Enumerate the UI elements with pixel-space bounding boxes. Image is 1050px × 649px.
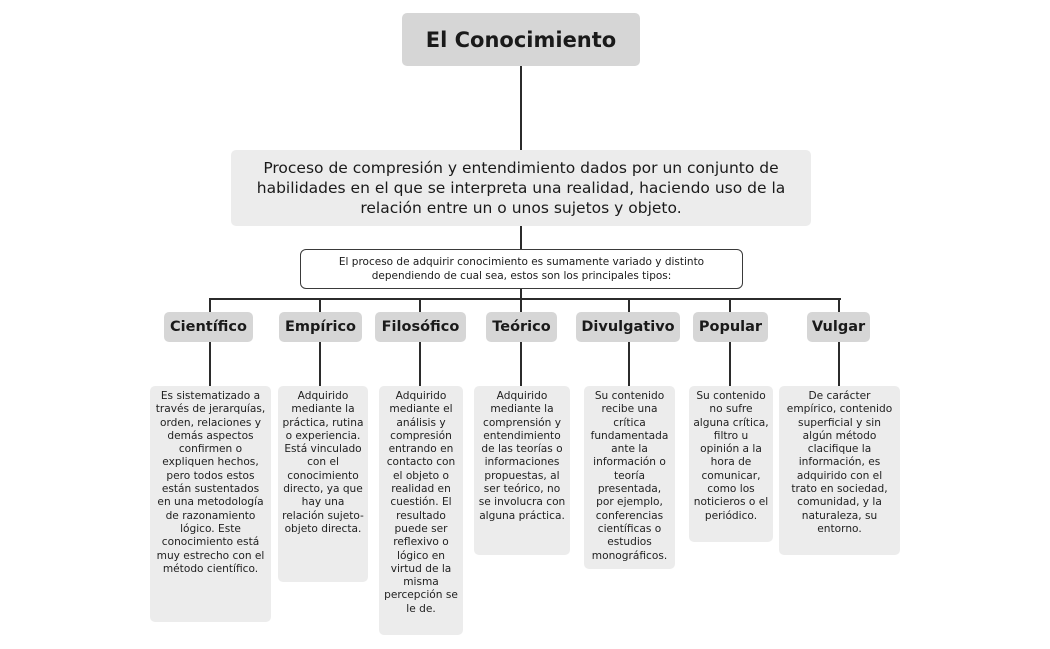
connector-bus-to-filosofico bbox=[419, 298, 421, 312]
description-popular[interactable]: Su contenido no sufre alguna crítica, fi… bbox=[689, 386, 773, 542]
connector-bus-to-cientifico bbox=[209, 298, 211, 312]
connector-definition-to-intro bbox=[520, 226, 522, 249]
category-teorico[interactable]: Teórico bbox=[486, 312, 557, 342]
category-label: Empírico bbox=[284, 319, 357, 335]
connector-bus-to-divulgativo bbox=[628, 298, 630, 312]
category-label: Teórico bbox=[492, 319, 551, 335]
category-divulgativo[interactable]: Divulgativo bbox=[576, 312, 680, 342]
connector-divulgativo-to-desc bbox=[628, 342, 630, 386]
description-text: Su contenido no sufre alguna crítica, fi… bbox=[693, 390, 769, 522]
description-vulgar[interactable]: De carácter empírico, contenido superfic… bbox=[779, 386, 900, 555]
category-vulgar[interactable]: Vulgar bbox=[807, 312, 870, 342]
category-label: Popular bbox=[698, 319, 763, 335]
connector-horizontal-bus bbox=[209, 298, 841, 300]
category-label: Filosófico bbox=[381, 319, 460, 335]
description-text: Adquirido mediante la práctica, rutina o… bbox=[282, 390, 364, 535]
description-divulgativo[interactable]: Su contenido recibe una crítica fundamen… bbox=[584, 386, 675, 569]
definition-text: Proceso de compresión y entendimiento da… bbox=[256, 159, 786, 217]
intro-node[interactable]: El proceso de adquirir conocimiento es s… bbox=[300, 249, 743, 289]
description-text: De carácter empírico, contenido superfic… bbox=[786, 390, 893, 535]
description-filosofico[interactable]: Adquirido mediante el análisis y compres… bbox=[379, 386, 463, 635]
category-popular[interactable]: Popular bbox=[693, 312, 768, 342]
connector-filosofico-to-desc bbox=[419, 342, 421, 386]
description-text: Su contenido recibe una crítica fundamen… bbox=[590, 390, 669, 562]
description-text: Adquirido mediante el análisis y compres… bbox=[384, 390, 458, 615]
connector-teorico-to-desc bbox=[520, 342, 522, 386]
connector-bus-to-teorico bbox=[520, 298, 522, 312]
definition-node[interactable]: Proceso de compresión y entendimiento da… bbox=[231, 150, 811, 226]
connector-bus-to-empirico bbox=[319, 298, 321, 312]
category-label: Vulgar bbox=[811, 319, 866, 335]
connector-empirico-to-desc bbox=[319, 342, 321, 386]
connector-cientifico-to-desc bbox=[209, 342, 211, 386]
description-empirico[interactable]: Adquirido mediante la práctica, rutina o… bbox=[278, 386, 368, 582]
category-label: Divulgativo bbox=[581, 319, 675, 335]
description-text: Es sistematizado a través de jerarquías,… bbox=[155, 390, 266, 575]
root-node-title[interactable]: El Conocimiento bbox=[402, 13, 640, 66]
root-title-text: El Conocimiento bbox=[425, 27, 617, 52]
category-empirico[interactable]: Empírico bbox=[279, 312, 362, 342]
intro-text: El proceso de adquirir conocimiento es s… bbox=[338, 256, 705, 282]
connector-vulgar-to-desc bbox=[838, 342, 840, 386]
connector-bus-to-vulgar bbox=[838, 298, 840, 312]
connector-bus-to-popular bbox=[729, 298, 731, 312]
description-text: Adquirido mediante la comprensión y ente… bbox=[478, 390, 566, 522]
category-filosofico[interactable]: Filosófico bbox=[375, 312, 466, 342]
category-label: Científico bbox=[170, 319, 247, 335]
connector-popular-to-desc bbox=[729, 342, 731, 386]
connector-intro-to-bus bbox=[520, 289, 522, 299]
connector-title-to-definition bbox=[520, 66, 522, 150]
category-cientifico[interactable]: Científico bbox=[164, 312, 253, 342]
description-cientifico[interactable]: Es sistematizado a través de jerarquías,… bbox=[150, 386, 271, 622]
description-teorico[interactable]: Adquirido mediante la comprensión y ente… bbox=[474, 386, 570, 555]
